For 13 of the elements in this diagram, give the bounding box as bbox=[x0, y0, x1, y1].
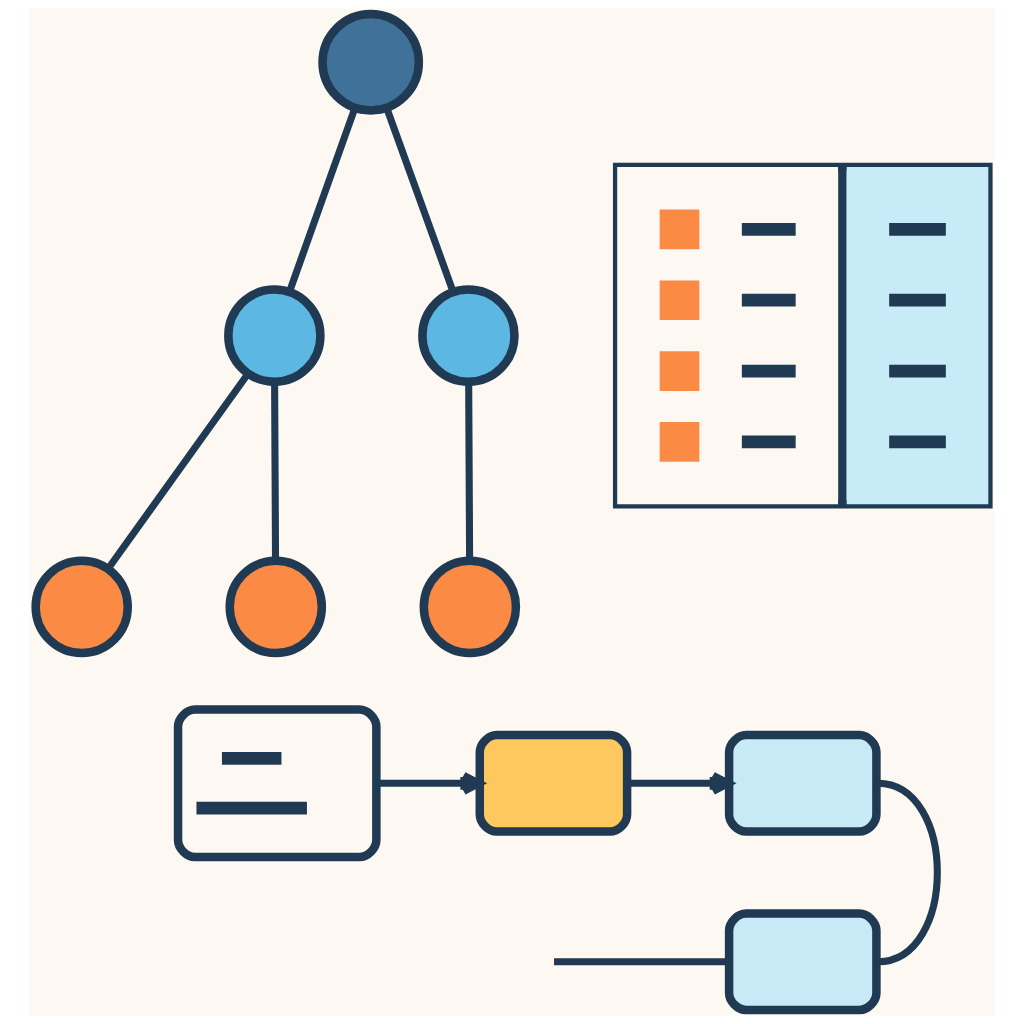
node-circle bbox=[31, 556, 132, 658]
node-box bbox=[173, 705, 381, 862]
node-box bbox=[724, 730, 881, 836]
connector bbox=[286, 107, 359, 293]
node-circle bbox=[225, 556, 327, 658]
node-circle bbox=[318, 9, 424, 115]
node-box bbox=[612, 162, 993, 509]
node-circle bbox=[419, 556, 521, 658]
node-box bbox=[475, 730, 632, 836]
connector bbox=[877, 779, 941, 966]
node-circle bbox=[224, 285, 325, 386]
node-box bbox=[724, 909, 881, 1015]
node-circle bbox=[418, 285, 519, 386]
